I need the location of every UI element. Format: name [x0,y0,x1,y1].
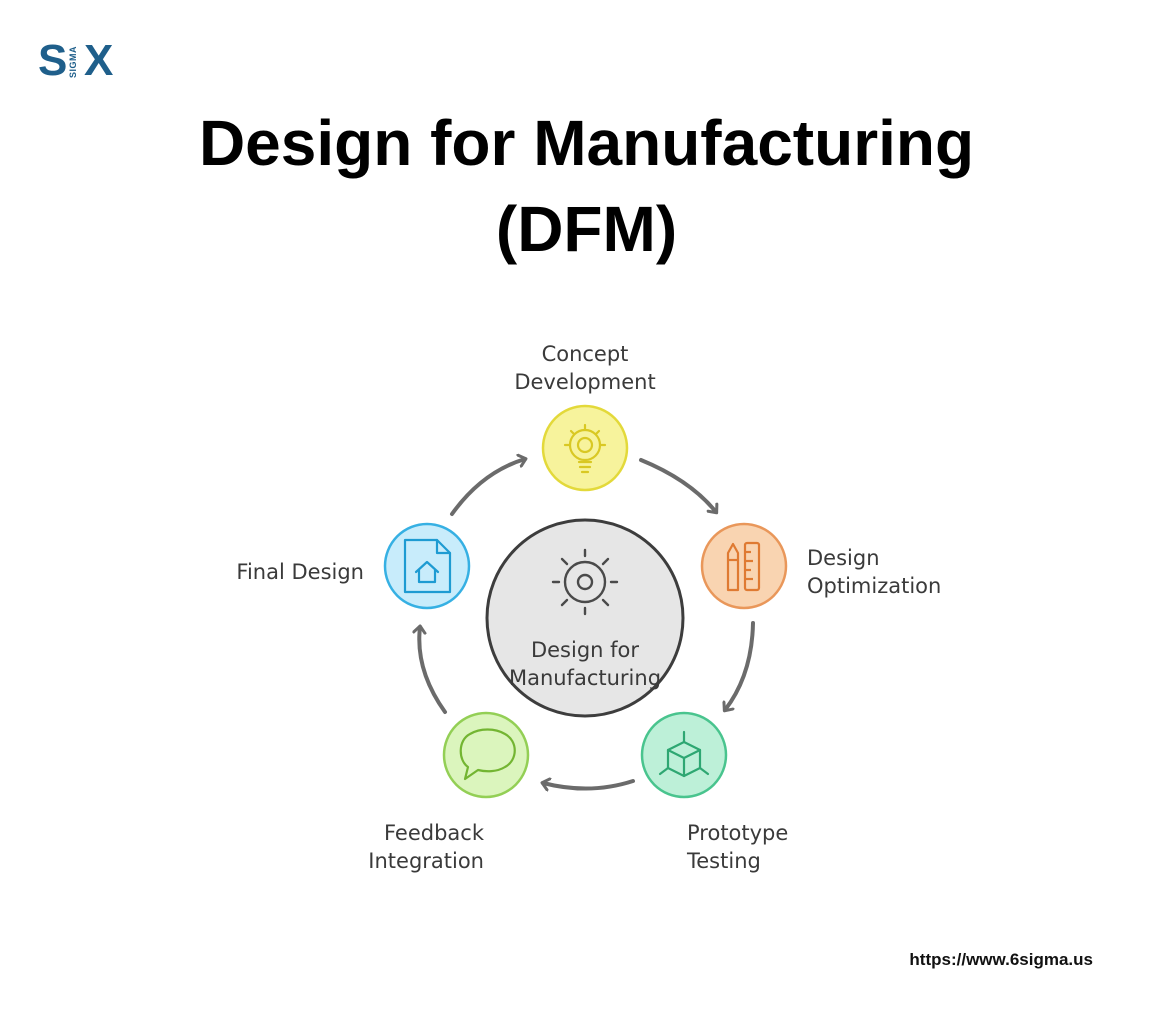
logo-x: X [84,36,114,85]
document-home-icon [403,538,452,594]
chat-bubble-icon [459,728,516,781]
label-line-2: Optimization [807,574,942,598]
page-title: Design for Manufacturing (DFM) [0,100,1173,272]
label-design-optimization: Design Optimization [807,544,941,600]
step-prototype-testing [640,711,728,799]
center-node: Design for Manufacturing [485,518,685,718]
cube-icon [658,730,710,778]
label-line-2: Integration [368,849,484,873]
label-line-1: Concept [541,342,629,366]
logo-s: S [38,36,68,85]
arrow-optimization-to-prototype [725,621,755,710]
step-concept-development [541,404,629,492]
title-line-2: (DFM) [495,193,678,265]
label-line-2: Development [514,370,656,394]
arrow-concept-to-optimization [639,458,716,512]
label-concept-development: Concept Development [485,340,685,396]
lightbulb-gear-icon [563,423,607,474]
label-line-1: Feedback [383,821,484,845]
arrow-prototype-to-feedback [543,781,635,789]
pencil-ruler-icon [726,541,761,592]
label-feedback-integration: Feedback Integration [284,819,484,875]
label-line-2: Testing [687,849,761,873]
arrow-feedback-to-final [419,627,447,714]
gear-icon [551,548,619,616]
source-url[interactable]: https://www.6sigma.us [909,950,1093,969]
step-design-optimization [700,522,788,610]
center-label-line-1: Design for [531,638,639,662]
center-label-line-2: Manufacturing [509,666,661,690]
arrow-final-to-concept [450,459,525,516]
step-final-design [383,522,471,610]
title-line-1: Design for Manufacturing [198,107,975,179]
label-prototype-testing: Prototype Testing [687,819,788,875]
label-final-design: Final Design [184,558,364,586]
label-line-1: Design [807,546,880,570]
logo: S SIGMA X [38,38,128,84]
label-line-1: Final Design [236,560,364,584]
step-feedback-integration [442,711,530,799]
label-line-1: Prototype [687,821,789,845]
